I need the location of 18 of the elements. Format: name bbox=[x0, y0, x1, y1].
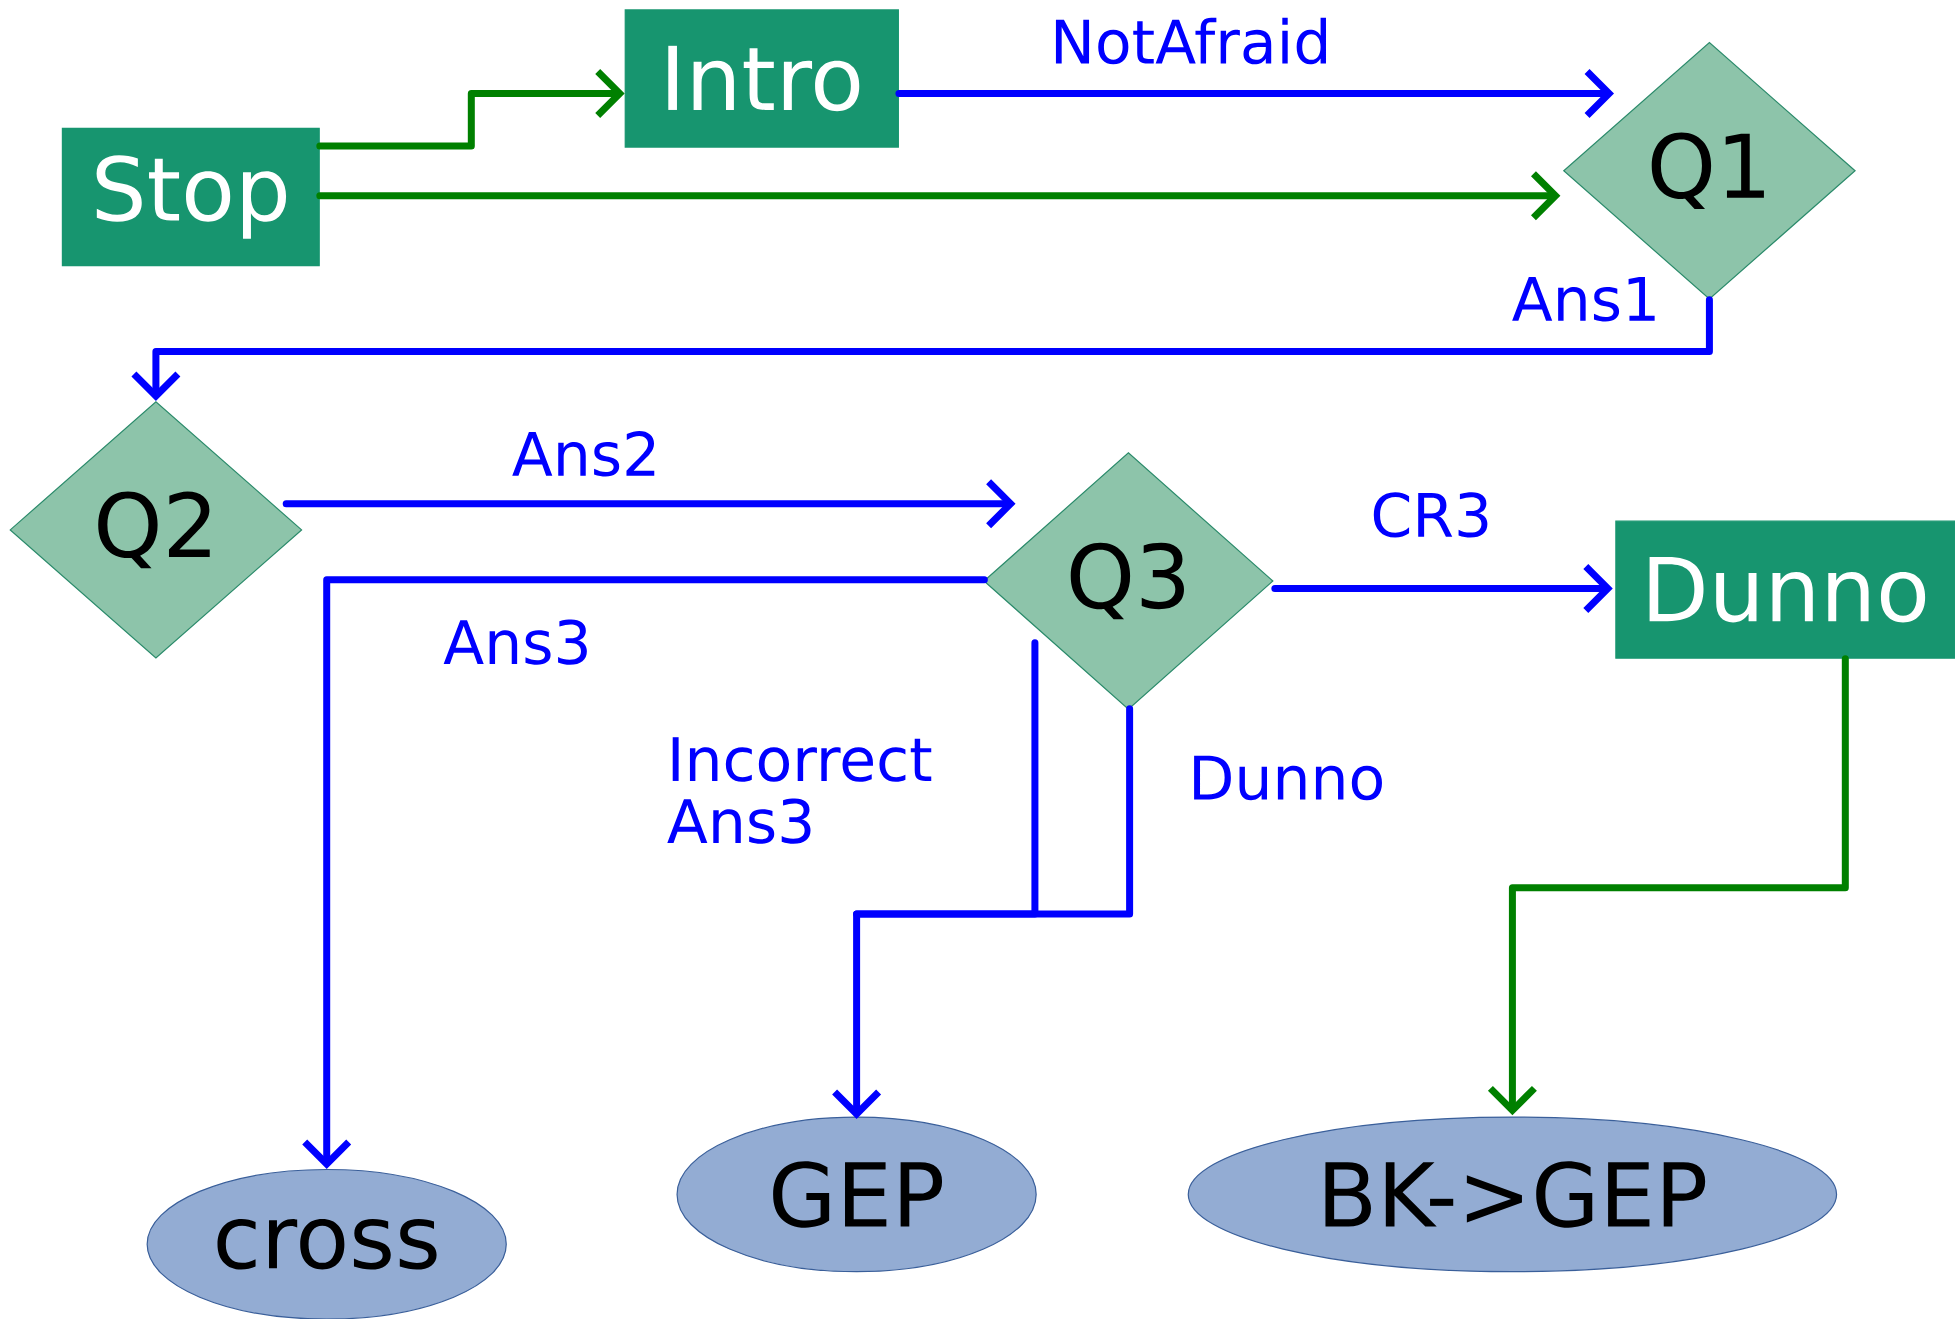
arrow bbox=[302, 576, 988, 1169]
arrow bbox=[282, 479, 1016, 529]
arrow bbox=[832, 639, 1039, 1119]
arrow bbox=[1271, 564, 1613, 613]
arrow bbox=[316, 69, 625, 150]
arrow bbox=[895, 69, 1614, 118]
arrow bbox=[316, 171, 1561, 221]
edge-label: Ans3 bbox=[441, 617, 594, 667]
arrow bbox=[1487, 655, 1849, 1116]
edge-label: NotAfraid bbox=[1048, 15, 1334, 67]
arrow bbox=[131, 296, 1713, 401]
process-box: Intro bbox=[624, 9, 899, 148]
process-box: Stop bbox=[61, 127, 320, 267]
edge-label: Dunno bbox=[1186, 753, 1388, 803]
edge-label: Ans2 bbox=[509, 429, 663, 479]
edge-label: CR3 bbox=[1368, 490, 1495, 540]
process-box: Dunno bbox=[1615, 520, 1955, 659]
edge-label: Incorrect Ans3 bbox=[664, 735, 962, 846]
